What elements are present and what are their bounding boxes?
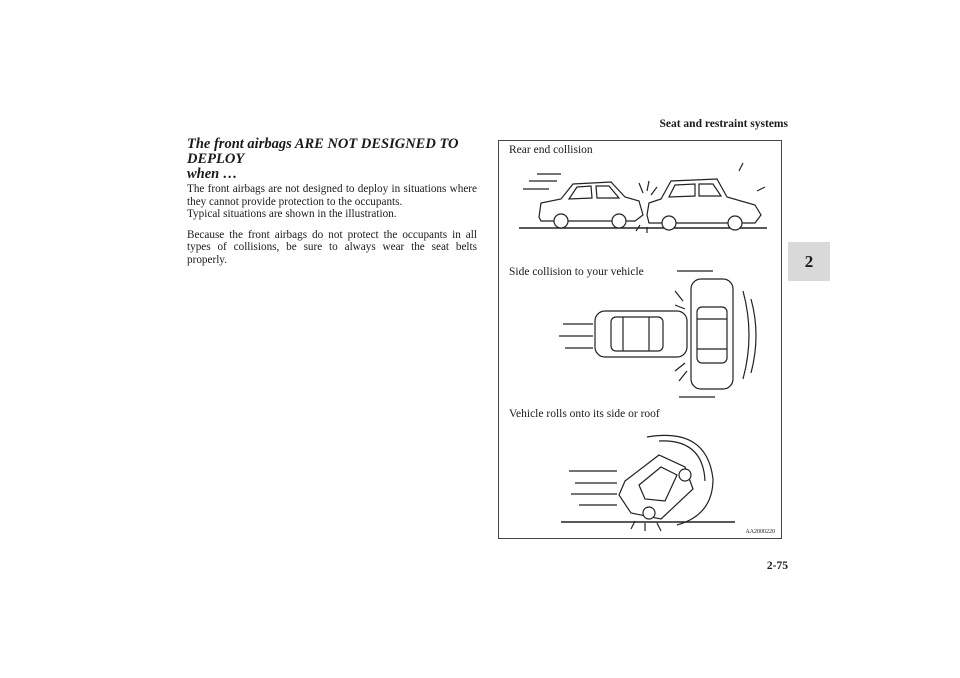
chapter-tab: 2 bbox=[788, 242, 830, 281]
label-rear-end-collision: Rear end collision bbox=[509, 144, 593, 156]
label-rollover: Vehicle rolls onto its side or roof bbox=[509, 408, 660, 420]
rear-end-collision-drawing bbox=[519, 162, 767, 233]
paragraph-typical: Typical situations are shown in the illu… bbox=[187, 208, 397, 221]
rollover-drawing bbox=[561, 434, 735, 532]
text-column: The front airbags ARE NOT DESIGNED TO DE… bbox=[187, 137, 477, 275]
label-side-collision: Side collision to your vehicle bbox=[509, 266, 644, 278]
side-collision-drawing bbox=[559, 270, 757, 398]
section-heading: The front airbags ARE NOT DESIGNED TO DE… bbox=[187, 137, 477, 182]
running-header: Seat and restraint systems bbox=[659, 118, 788, 130]
paragraph-seatbelt-warning: Because the front airbags do not protect… bbox=[187, 228, 477, 266]
section-heading-line1: The front airbags ARE NOT DESIGNED TO DE… bbox=[187, 136, 459, 167]
page-number: 2-75 bbox=[766, 560, 788, 572]
collision-illustrations bbox=[519, 162, 767, 532]
paragraph-purpose: The front airbags are not designed to de… bbox=[187, 183, 477, 208]
illustration-frame: Rear end collision Side collision to you… bbox=[498, 140, 782, 539]
illustration-code: AA2000220 bbox=[745, 529, 775, 535]
section-heading-line2: when … bbox=[187, 166, 238, 182]
